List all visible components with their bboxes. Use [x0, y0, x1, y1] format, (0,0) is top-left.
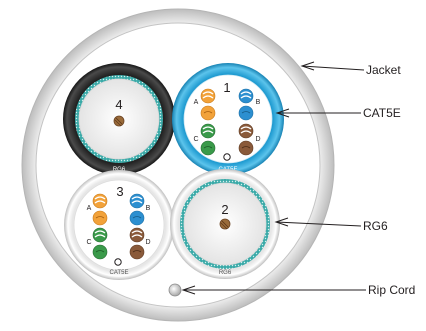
pair-b-blue	[238, 88, 254, 104]
rg6-cable-top: 4 RG6	[63, 63, 175, 175]
pair-a-orange-solid	[200, 105, 216, 121]
cat5e-ripcord	[223, 153, 231, 161]
pair-c-green-solid	[200, 140, 216, 156]
cat5e-ripcord	[114, 258, 122, 266]
pair-label-b: B	[146, 205, 151, 212]
pair-d-brown-solid	[238, 140, 254, 156]
callout-rip-cord: Rip Cord	[181, 283, 415, 297]
callout-cat5e: CAT5E	[275, 106, 401, 120]
callout-label-rg6: RG6	[363, 219, 388, 233]
pair-d-brown-solid	[129, 244, 145, 260]
pair-label-d: D	[255, 136, 260, 143]
pair-label-a: A	[194, 99, 199, 106]
pair-d-brown	[238, 123, 254, 139]
pair-label-d: D	[145, 239, 150, 246]
pair-b-blue	[129, 193, 145, 209]
pair-label-c: C	[193, 136, 198, 143]
pair-c-green	[92, 227, 108, 243]
rg6-cable-bottom: 2 RG6	[170, 169, 280, 279]
pair-a-orange-solid	[92, 210, 108, 226]
center-conductor	[113, 115, 125, 127]
cable-number-3: 3	[116, 184, 123, 199]
cable-type-label: RG6	[113, 167, 126, 173]
callout-label-rip-cord: Rip Cord	[368, 283, 415, 297]
cat5e-cable-bottom: 3 A B C D CAT5E	[64, 170, 174, 280]
cat5e-cable-top: 1 A B C D CAT5E	[172, 63, 284, 175]
rip-cord	[168, 283, 182, 297]
outer-jacket	[21, 8, 335, 322]
callout-label-cat5e: CAT5E	[363, 106, 401, 120]
pair-b-blue-solid	[129, 210, 145, 226]
callout-jacket: Jacket	[300, 61, 401, 77]
cable-number-4: 4	[115, 97, 122, 112]
pair-c-green-solid	[92, 244, 108, 260]
callout-label-jacket: Jacket	[366, 63, 401, 77]
pair-label-b: B	[256, 99, 261, 106]
cable-number-2: 2	[221, 202, 228, 217]
pair-a-orange	[92, 193, 108, 209]
cable-type-label: RG6	[219, 270, 232, 276]
pair-label-c: C	[86, 239, 91, 246]
cable-number-1: 1	[223, 80, 230, 95]
center-conductor	[219, 218, 231, 230]
pair-d-brown	[129, 227, 145, 243]
pair-b-blue-solid	[238, 105, 254, 121]
cable-type-label: CAT5E	[110, 270, 129, 276]
pair-c-green	[200, 123, 216, 139]
callout-rg6: RG6	[274, 217, 388, 233]
pair-a-orange	[200, 88, 216, 104]
pair-label-a: A	[87, 205, 92, 212]
